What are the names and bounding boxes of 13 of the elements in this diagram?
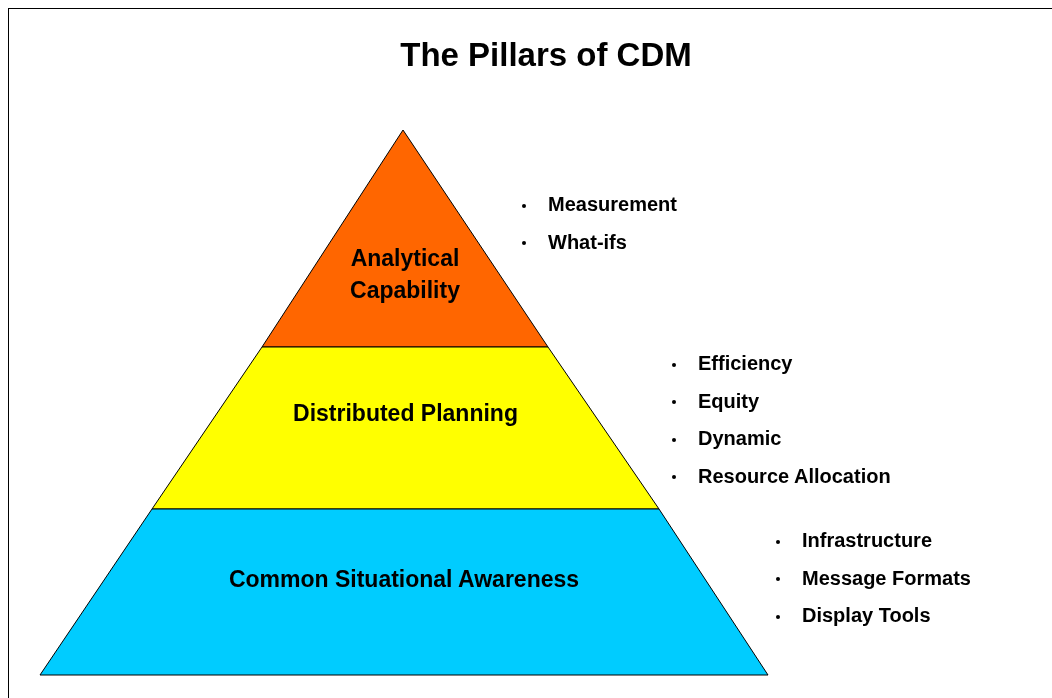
bullet-text: Display Tools — [802, 604, 931, 626]
bullet-text: Efficiency — [698, 352, 793, 374]
bullet-text: What-ifs — [548, 230, 627, 253]
tier-label: Common Situational Awareness — [227, 565, 581, 594]
bullet-text: Message Formats — [802, 566, 971, 589]
bullet-text: Dynamic — [698, 427, 782, 449]
bullet-text: Resource Allocation — [698, 464, 891, 487]
bullet-text: Infrastructure — [802, 529, 933, 551]
tier-label: Distributed Planning — [292, 399, 519, 428]
bullet-text: Equity — [698, 389, 760, 412]
bullet-text: Measurement — [548, 193, 677, 215]
tier-label: Analytical Capability — [349, 244, 461, 305]
diagram-title: The Pillars of CDM — [400, 36, 692, 74]
